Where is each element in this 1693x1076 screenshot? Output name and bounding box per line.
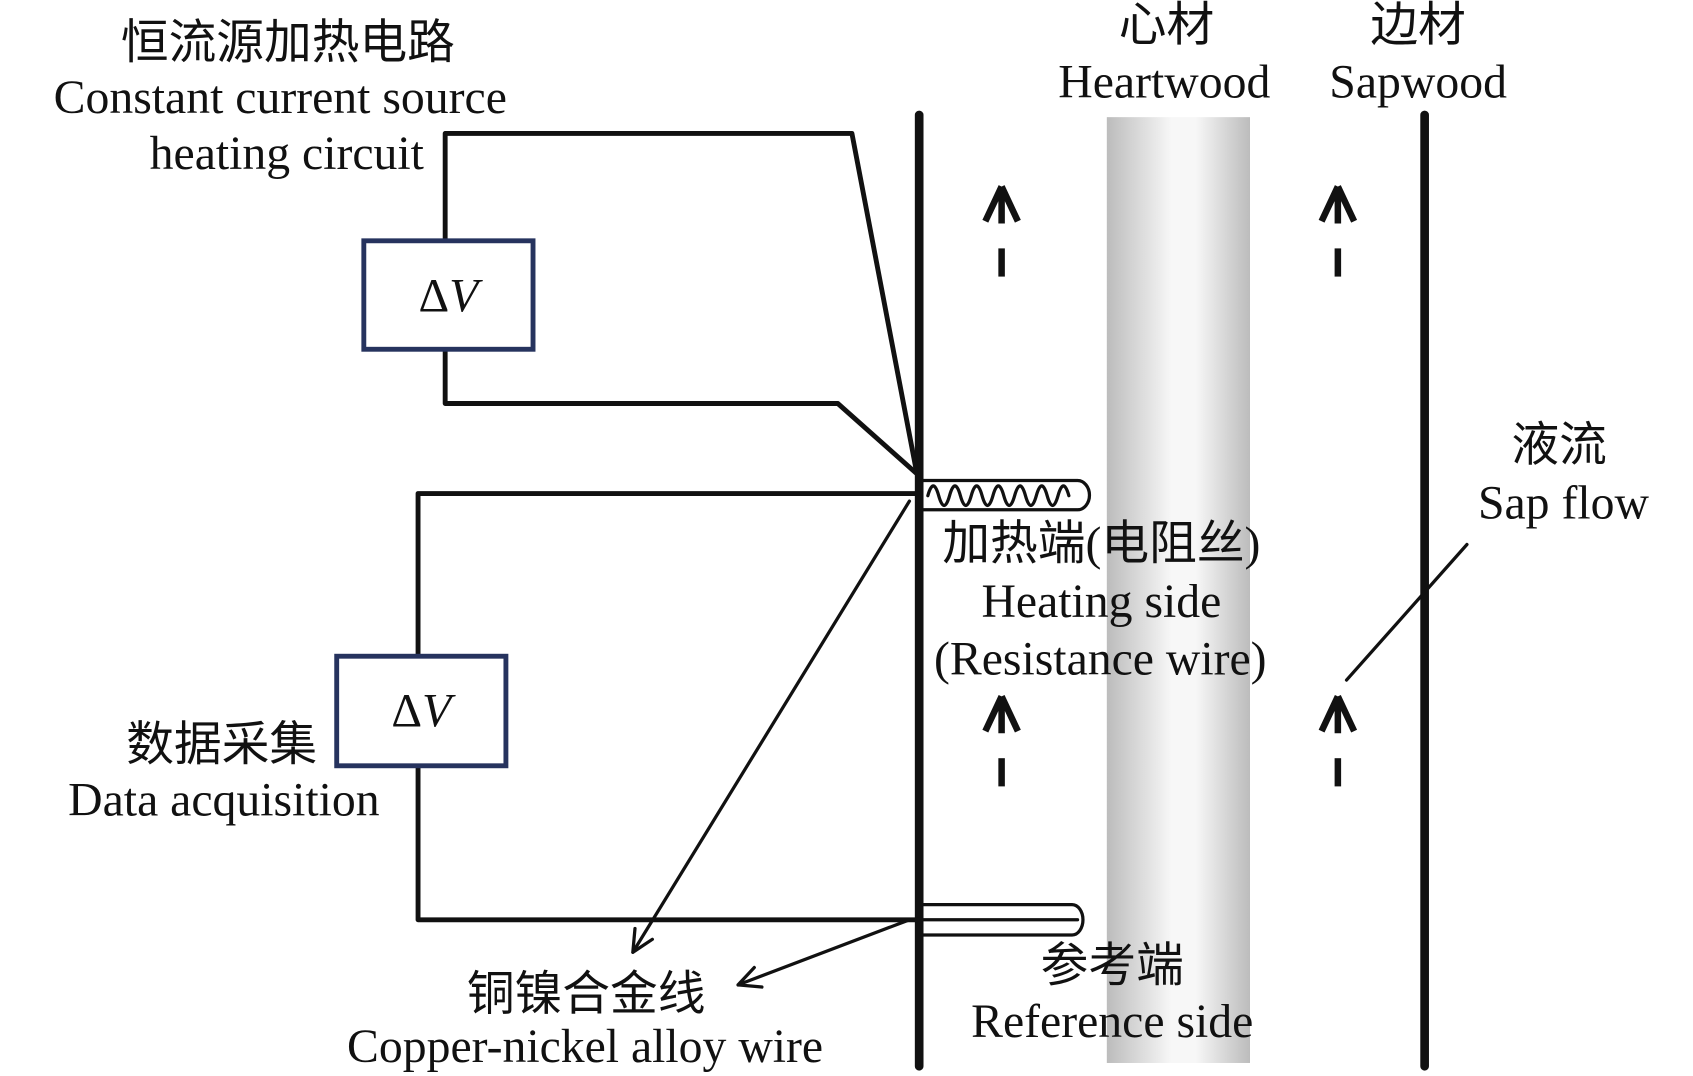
heating-voltage-meter-box — [361, 238, 536, 352]
alloy-wire-label-en: Copper-nickel alloy wire — [347, 1020, 823, 1073]
heating-circuit: ΔV — [361, 130, 919, 476]
heartwood-label-zh: 心材 — [1119, 0, 1214, 52]
reference-side-label-zh: 参考端 — [1041, 940, 1184, 993]
arrow-head — [982, 694, 1021, 734]
sap-flow-arrow-icon — [1318, 185, 1358, 277]
sapwood-label-en: Sapwood — [1329, 56, 1507, 109]
reference-probe-tube — [920, 902, 1085, 937]
heating-circuit-title-zh: 恒流源加热电路 — [121, 17, 455, 70]
sap-flow-arrow-icon — [1318, 694, 1358, 787]
heartwood-label-en: Heartwood — [1058, 56, 1270, 109]
sap-flow-leader-line — [1344, 542, 1469, 682]
alloy-wire-arrow-reference — [736, 918, 912, 989]
heating-side-label-en-1: Heating side — [981, 575, 1221, 628]
heating-circuit-wire-lower — [442, 346, 919, 476]
data-acquisition-title-en: Data acquisition — [68, 774, 380, 827]
alloy-wire-pointer-arrows — [631, 499, 912, 989]
heating-circuit-wire-upper — [442, 130, 919, 472]
arrow-head — [1318, 185, 1358, 224]
sap-flow-label-en: Sap flow — [1478, 476, 1650, 529]
sap-flow-label-zh: 液流 — [1511, 419, 1606, 472]
heating-voltage-meter-label: ΔV — [419, 269, 484, 322]
heating-probe-tube — [920, 478, 1092, 512]
heating-probe — [920, 478, 1092, 512]
data-acquisition-title-zh: 数据采集 — [126, 718, 317, 771]
acquisition-wire-upper — [415, 491, 920, 659]
sap-flow-arrow-icon — [982, 694, 1021, 787]
heating-circuit-title-en-2: heating circuit — [150, 127, 424, 180]
heating-circuit-title-en-1: Constant current source — [54, 71, 507, 124]
heating-side-label-en-2: (Resistance wire) — [934, 633, 1267, 686]
reference-probe — [920, 902, 1085, 937]
acquisition-voltage-meter-box — [334, 653, 509, 769]
acquisition-wire-lower — [415, 763, 920, 923]
resistance-wire-coil — [926, 484, 1071, 508]
arrow-head — [1318, 694, 1358, 734]
sapwood-label-zh: 边材 — [1370, 0, 1465, 52]
alloy-wire-arrow-heating — [631, 499, 912, 954]
sap-flow-arrow-icon — [982, 185, 1021, 277]
heating-side-label-zh: 加热端(电阻丝) — [942, 518, 1260, 571]
reference-side-label-en: Reference side — [971, 995, 1253, 1048]
heartwood-band — [1106, 117, 1250, 1063]
alloy-wire-label-zh: 铜镍合金线 — [467, 968, 706, 1021]
arrow-head — [982, 185, 1021, 224]
data-acquisition-circuit: ΔV — [334, 491, 920, 923]
acquisition-voltage-meter-label: ΔV — [391, 685, 456, 738]
